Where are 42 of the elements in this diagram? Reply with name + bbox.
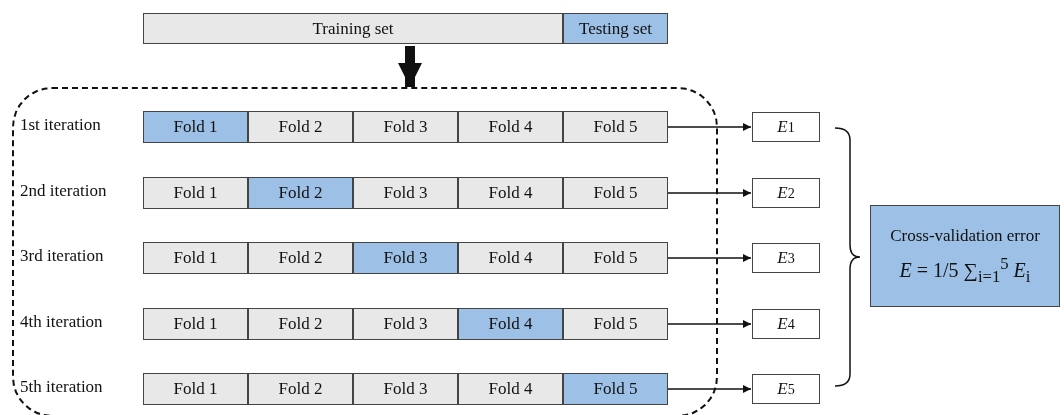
row-label: 4th iteration [20, 312, 103, 332]
arrow [667, 189, 752, 197]
formula: E = 1/5 ∑$_{i=1}$$^{5}$ E$_{i}$ [898, 252, 1032, 288]
fold-box: Fold 3 [353, 111, 458, 143]
arrow [667, 385, 752, 393]
bar-segment: Training set [143, 13, 563, 44]
fold-box: Fold 1 [143, 177, 248, 209]
fold-box: Fold 1 [143, 111, 248, 143]
fold-box: Fold 5 [563, 373, 668, 405]
fold-box: Fold 3 [353, 373, 458, 405]
fold-box: Fold 4 [458, 177, 563, 209]
fold-box: Fold 2 [248, 177, 353, 209]
row-label: 2nd iteration [20, 181, 107, 201]
fold-box: Fold 5 [563, 242, 668, 274]
fold-box: Fold 1 [143, 242, 248, 274]
fold-box: Fold 2 [248, 373, 353, 405]
fold-box: Fold 4 [458, 308, 563, 340]
fold-box: Fold 1 [143, 308, 248, 340]
fold-box: Fold 5 [563, 308, 668, 340]
dashed-region [12, 87, 718, 415]
fold-box: Fold 2 [248, 242, 353, 274]
arrow [667, 123, 752, 131]
fold-box: Fold 4 [458, 111, 563, 143]
fold-box: Fold 4 [458, 242, 563, 274]
arrow [667, 254, 752, 262]
fold-box: Fold 3 [353, 177, 458, 209]
fold-box: Fold 3 [353, 242, 458, 274]
fold-box: Fold 3 [353, 308, 458, 340]
row-label: 5th iteration [20, 377, 103, 397]
heading-text: Cross-validation error [889, 224, 1041, 247]
fold-box: Fold 2 [248, 308, 353, 340]
fold-box: Fold 2 [248, 111, 353, 143]
result-box [870, 205, 1060, 307]
row-label: 1st iteration [20, 115, 101, 135]
bar-segment: Testing set [563, 13, 668, 44]
arrow [667, 320, 752, 328]
row-label: 3rd iteration [20, 246, 104, 266]
fold-box: Fold 5 [563, 111, 668, 143]
fold-box: Fold 4 [458, 373, 563, 405]
fold-box: Fold 1 [143, 373, 248, 405]
fold-box: Fold 5 [563, 177, 668, 209]
arrow [398, 46, 422, 87]
